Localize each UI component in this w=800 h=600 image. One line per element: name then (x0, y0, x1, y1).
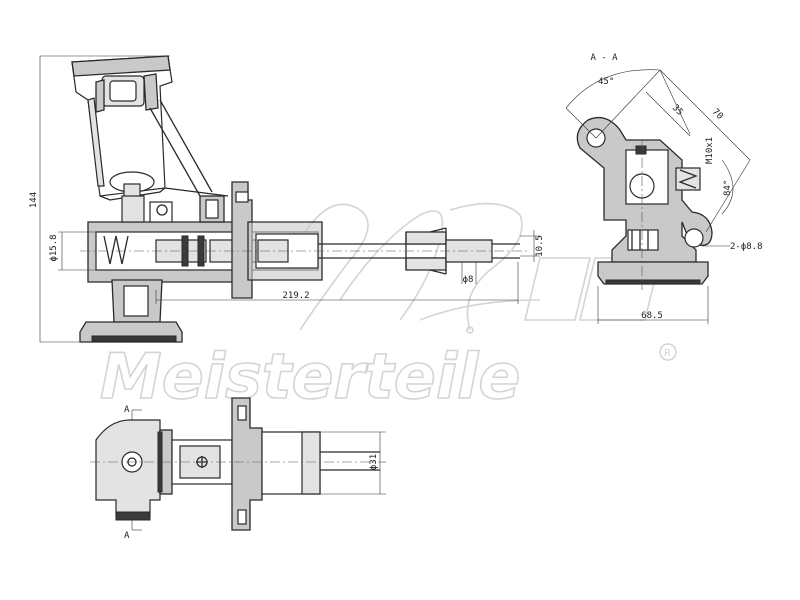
dim-84-label: 84° (723, 180, 733, 196)
dim-rod-diameter: ϕ8 (461, 262, 477, 285)
dim-port-diameter: ϕ31 (320, 431, 386, 495)
dim-70-label: 70 (710, 107, 725, 122)
dim-31-label: ϕ31 (369, 454, 379, 470)
watermark-brand-text: Meisterteile (100, 340, 520, 413)
dim-10-5-label: 10.5 (535, 235, 545, 257)
section-label: A - A (590, 53, 618, 63)
dim-bore-diameter: ϕ15.8 (49, 231, 96, 271)
side-view: 144 ϕ15.8 219.2 10.5 ϕ8 (29, 55, 545, 343)
bottom-body (90, 397, 386, 531)
dim-rod-offset: 10.5 (520, 230, 545, 262)
dim-45-label: 45° (598, 77, 614, 87)
dim-219-label: 219.2 (282, 291, 309, 301)
dim-rod-label: ϕ8 (463, 275, 474, 285)
section-a-a-view: A - A 45° 35 70 M10x1 (565, 53, 763, 324)
bottom-view: A A ϕ31 (90, 397, 386, 541)
dim-thread-label: M10x1 (705, 137, 715, 164)
push-rod (80, 227, 530, 275)
cylinder-body (79, 181, 323, 343)
dim-35-label: 35 (670, 103, 685, 118)
watermark: Meisterteile R (99, 202, 677, 414)
reservoir (71, 55, 229, 207)
dim-144-label: 144 (29, 192, 39, 208)
dim-length: 219.2 (155, 262, 519, 304)
dim-holes-label: 2-ϕ8.8 (730, 242, 763, 252)
section-flange (576, 116, 713, 285)
registered-mark: R (664, 348, 671, 359)
dim-68-5-label: 68.5 (641, 311, 663, 321)
dim-overall-height: 144 (29, 55, 170, 343)
section-marker-top: A (124, 405, 130, 415)
dim-bore-label: ϕ15.8 (49, 234, 59, 261)
section-marker-bottom: A (124, 531, 130, 541)
